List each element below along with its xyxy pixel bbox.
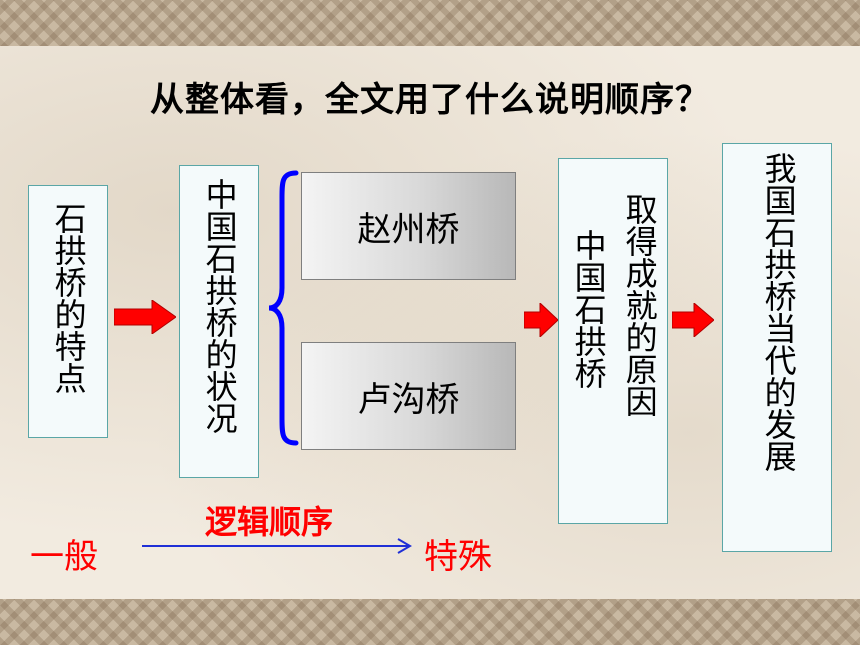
arrow-right-icon (524, 303, 558, 337)
decorative-border-top (0, 0, 860, 46)
arrow-right-icon (114, 300, 176, 334)
logic-to: 特殊 (424, 537, 492, 577)
box-zhaozhou: 赵州桥 (301, 172, 516, 280)
box-features: 石拱桥的特点 (28, 185, 108, 438)
box-features-text: 石拱桥的特点 (49, 202, 88, 394)
box-status: 中国石拱桥的状况 (179, 165, 259, 478)
decorative-border-bottom (0, 599, 860, 645)
box-reason-text-col2: 中国石拱桥 (569, 229, 608, 389)
box-reason-text-col1: 取得成就的原因 (620, 193, 659, 417)
slide-background (0, 46, 860, 599)
box-lugou: 卢沟桥 (301, 342, 516, 450)
box-status-text: 中国石拱桥的状况 (200, 178, 239, 434)
box-development: 我国石拱桥当代的发展 (722, 143, 832, 552)
logic-label: 逻辑顺序 (205, 503, 334, 541)
logic-from: 一般 (30, 537, 98, 577)
box-development-text: 我国石拱桥当代的发展 (759, 152, 798, 472)
slide-title: 从整体看，全文用了什么说明顺序？ (150, 80, 710, 120)
curly-brace-icon (268, 170, 299, 446)
logic-arrow-icon (142, 538, 412, 554)
box-reason: 取得成就的原因 中国石拱桥 (558, 158, 668, 524)
arrow-right-icon (672, 303, 714, 337)
